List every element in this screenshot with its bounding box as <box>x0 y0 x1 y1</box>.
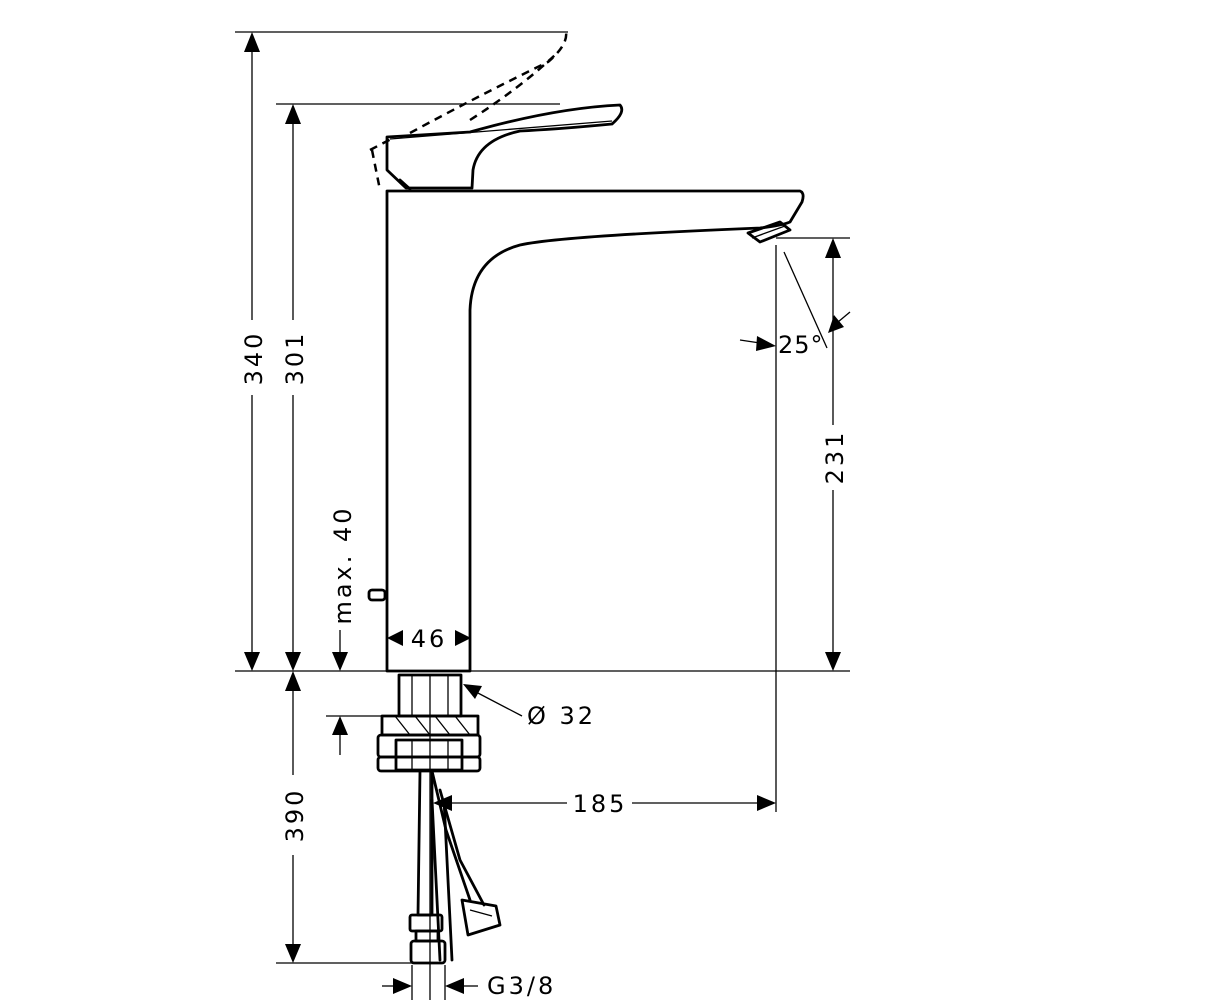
label-handle-height: 301 <box>281 331 309 386</box>
dimension-spray-angle: 25° <box>739 251 851 359</box>
dimension-handle-height: 301 <box>281 104 309 671</box>
dimension-hose-length: 390 <box>281 671 309 963</box>
faucet-handle <box>385 103 624 191</box>
dimension-spout-reach: 185 <box>433 790 776 818</box>
label-total-height: 340 <box>240 331 268 386</box>
faucet-shank <box>376 673 482 773</box>
dimension-total-height: 340 <box>240 32 268 671</box>
supply-hoses <box>408 769 502 965</box>
faucet-aerator <box>746 220 792 244</box>
dimension-shank-diameter: Ø 32 <box>463 684 596 730</box>
faucet-body <box>385 189 805 673</box>
dimension-base-width: 46 <box>387 625 471 653</box>
dimension-max-thickness: max. 40 <box>326 505 384 755</box>
popup-rod <box>367 588 387 602</box>
label-thread: G3/8 <box>487 972 556 1000</box>
label-base-width: 46 <box>411 625 448 653</box>
label-hose-length: 390 <box>281 788 309 843</box>
dimension-spout-height: 231 <box>821 238 849 671</box>
label-spout-height: 231 <box>821 430 849 485</box>
faucet-handle-raised <box>369 31 568 191</box>
extension-lines <box>235 31 850 1000</box>
label-spout-reach: 185 <box>573 790 628 818</box>
label-shank-diameter: Ø 32 <box>527 702 596 730</box>
label-spray-angle: 25° <box>778 331 824 359</box>
label-max-thickness: max. 40 <box>329 505 357 624</box>
dimension-thread: G3/8 <box>382 972 556 1000</box>
